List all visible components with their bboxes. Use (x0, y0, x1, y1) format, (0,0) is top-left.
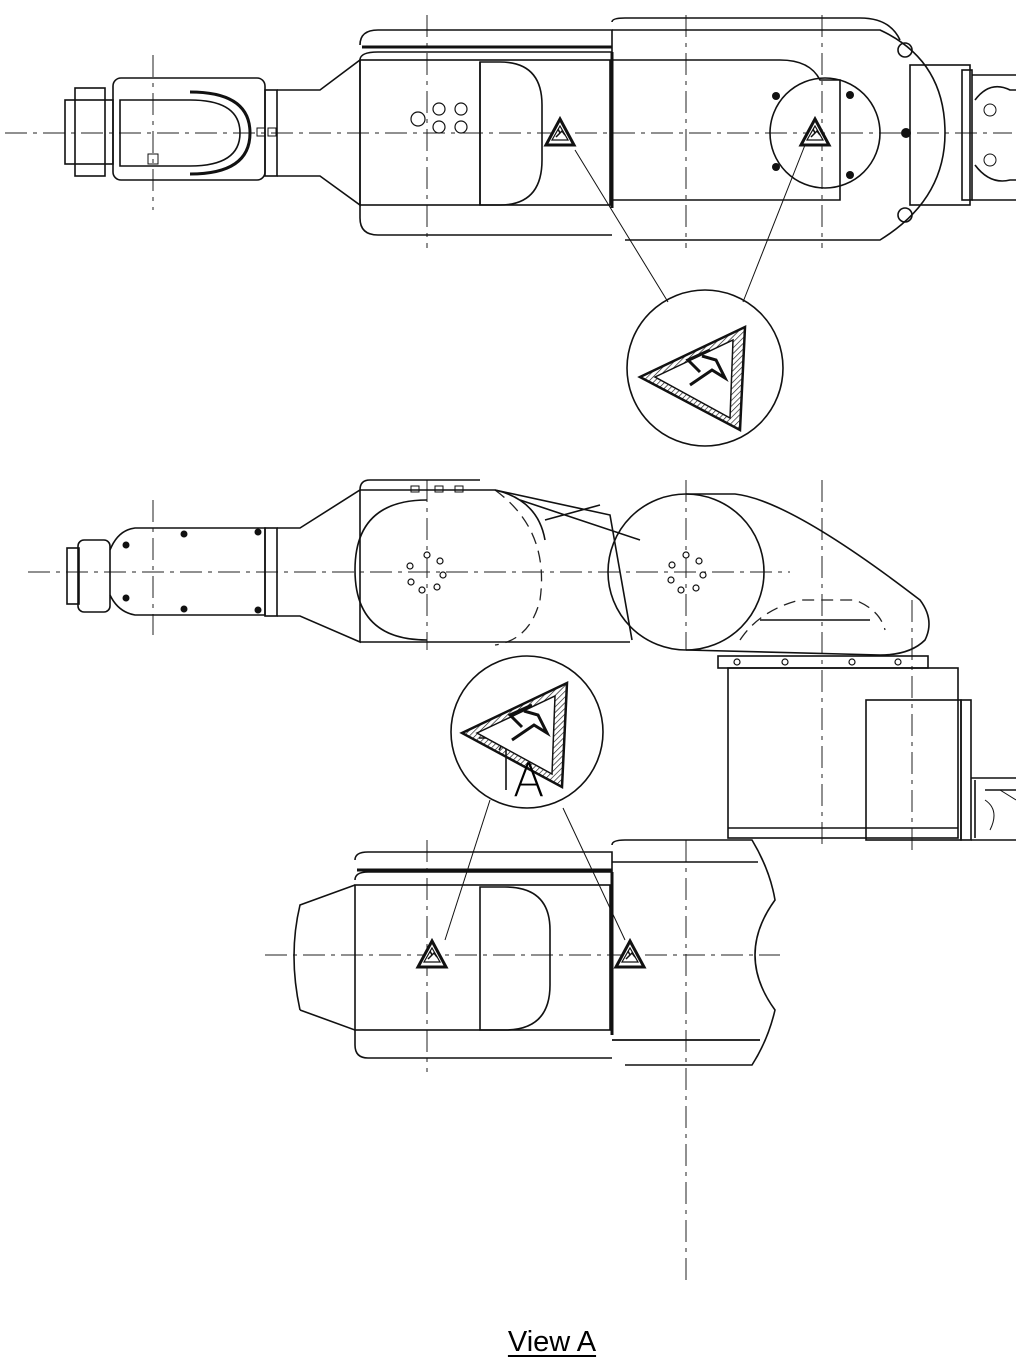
pinch-hazard-warning-icon (544, 117, 576, 147)
pinch-hazard-warning-icon (799, 117, 831, 147)
pinch-hazard-warning-icon (450, 655, 604, 809)
section-arrow-label: A (513, 753, 545, 807)
view-a (265, 655, 780, 1285)
bolt-circle (406, 551, 447, 594)
pinch-hazard-warning-icon (626, 289, 784, 447)
pinch-hazard-warning-icon (416, 939, 448, 969)
pinch-hazard-warning-icon (614, 939, 646, 969)
bolt-circle (667, 551, 707, 594)
view-a-title: View A (507, 1326, 597, 1358)
top-view (5, 15, 1016, 447)
